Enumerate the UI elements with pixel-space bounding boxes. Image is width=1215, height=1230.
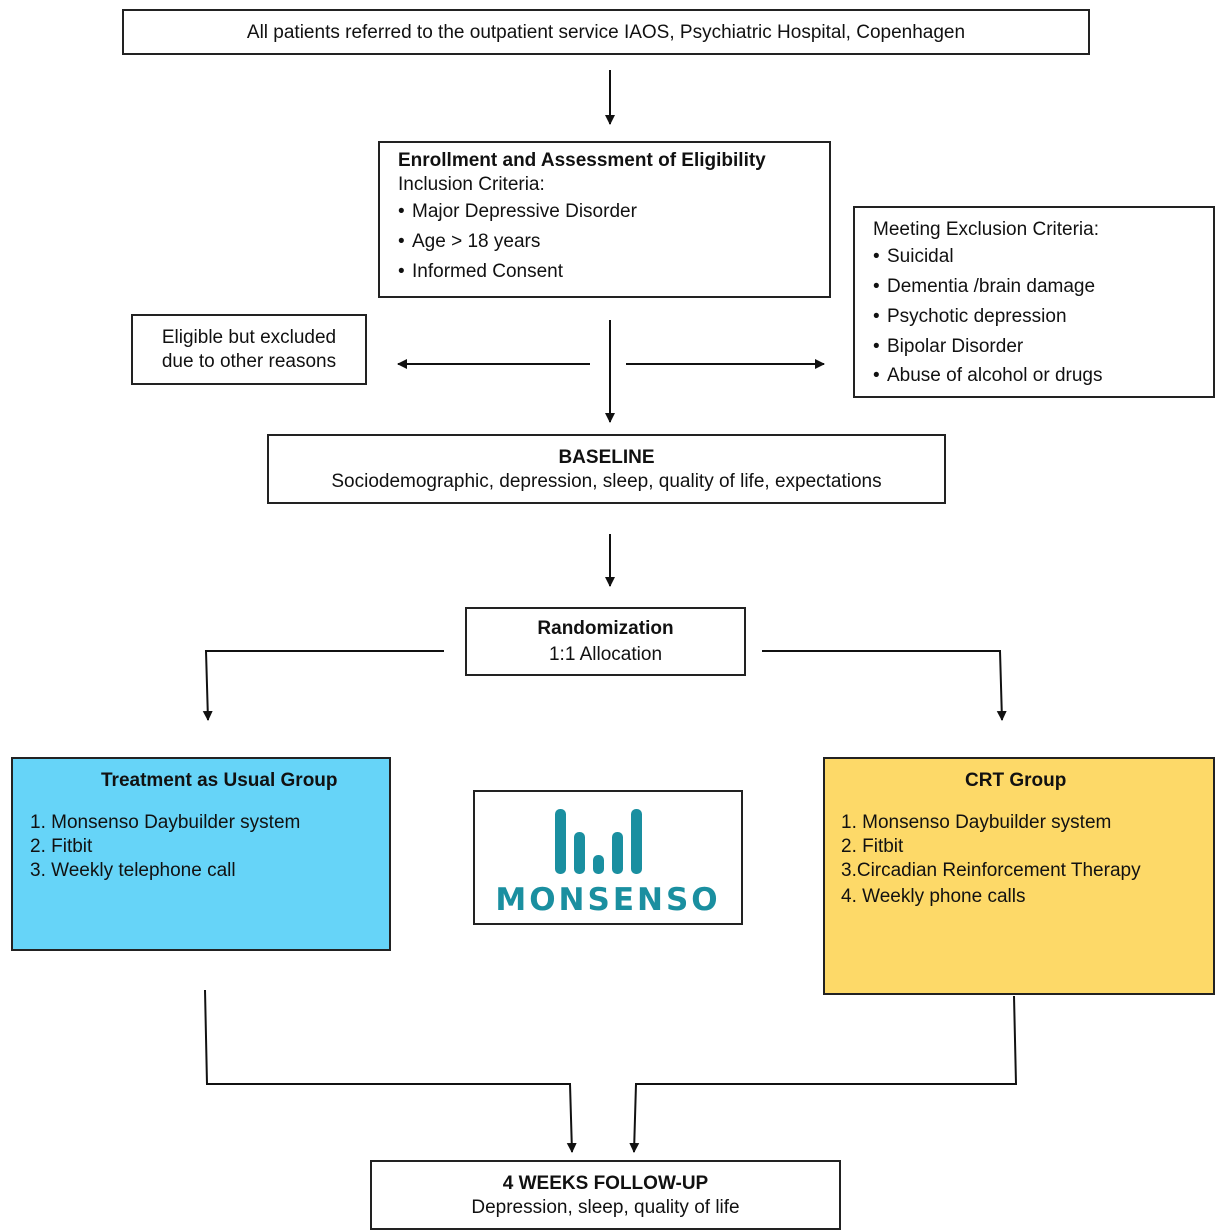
list-item: •Dementia /brain damage — [873, 276, 1096, 297]
followup-box: 4 WEEKS FOLLOW-UP Depression, sleep, qua… — [370, 1160, 841, 1230]
followup-title: 4 WEEKS FOLLOW-UP — [502, 1173, 709, 1194]
inclusion-criteria-list: •Major Depressive Disorder •Age > 18 yea… — [398, 197, 829, 287]
exclusion-title: Meeting Exclusion Criteria: — [873, 219, 1099, 240]
enrollment-box: Enrollment and Assessment of Eligibility… — [378, 141, 831, 298]
randomization-title: Randomization — [537, 618, 674, 639]
list-item: 3.Circadian Reinforcement Therapy — [841, 860, 1141, 881]
arrow-randomization-to-tau — [202, 650, 444, 721]
exclusion-box: Meeting Exclusion Criteria: •Suicidal •D… — [853, 206, 1215, 398]
list-item: •Suicidal — [873, 246, 954, 267]
followup-text: Depression, sleep, quality of life — [471, 1197, 740, 1218]
randomization-box: Randomization 1:1 Allocation — [465, 607, 746, 676]
crt-group-title: CRT Group — [965, 770, 1067, 791]
baseline-text: Sociodemographic, depression, sleep, qua… — [331, 471, 882, 492]
list-item: 1. Monsenso Daybuilder system — [30, 812, 301, 833]
list-item: 2. Fitbit — [30, 836, 93, 857]
excluded-other-line1: Eligible but excluded — [161, 327, 337, 348]
arrow-randomization-to-crt — [762, 650, 1007, 721]
baseline-box: BASELINE Sociodemographic, depression, s… — [267, 434, 946, 504]
enrollment-title: Enrollment and Assessment of Eligibility — [398, 150, 766, 171]
baseline-title: BASELINE — [558, 447, 655, 468]
monsenso-logo: MONSENSO — [473, 790, 743, 925]
tau-group-box: Treatment as Usual Group 1. Monsenso Day… — [11, 757, 391, 951]
monsenso-bars-icon — [555, 809, 642, 874]
list-item: •Major Depressive Disorder — [398, 201, 637, 222]
excluded-other-box: Eligible but excluded due to other reaso… — [131, 314, 367, 385]
excluded-other-line2: due to other reasons — [161, 351, 337, 372]
inclusion-criteria-label: Inclusion Criteria: — [398, 174, 545, 195]
list-item: •Bipolar Disorder — [873, 336, 1024, 357]
tau-group-list: 1. Monsenso Daybuilder system 2. Fitbit … — [30, 811, 389, 883]
arrow-tau-to-followup — [204, 989, 577, 1153]
referral-box: All patients referred to the outpatient … — [122, 9, 1090, 55]
monsenso-logo-text: MONSENSO — [495, 882, 721, 918]
list-item: •Informed Consent — [398, 261, 564, 282]
list-item: •Abuse of alcohol or drugs — [873, 365, 1103, 386]
list-item: 4. Weekly phone calls — [841, 886, 1026, 907]
referral-text: All patients referred to the outpatient … — [246, 22, 966, 43]
list-item: •Psychotic depression — [873, 306, 1067, 327]
list-item: 3. Weekly telephone call — [30, 860, 236, 881]
crt-group-list: 1. Monsenso Daybuilder system 2. Fitbit … — [841, 811, 1213, 909]
list-item: •Age > 18 years — [398, 231, 541, 252]
tau-group-title: Treatment as Usual Group — [101, 770, 338, 791]
randomization-text: 1:1 Allocation — [548, 644, 663, 665]
arrow-crt-to-followup — [629, 995, 1018, 1153]
exclusion-criteria-list: •Suicidal •Dementia /brain damage •Psych… — [873, 242, 1213, 390]
crt-group-box: CRT Group 1. Monsenso Daybuilder system … — [823, 757, 1215, 995]
list-item: 2. Fitbit — [841, 836, 904, 857]
list-item: 1. Monsenso Daybuilder system — [841, 812, 1112, 833]
